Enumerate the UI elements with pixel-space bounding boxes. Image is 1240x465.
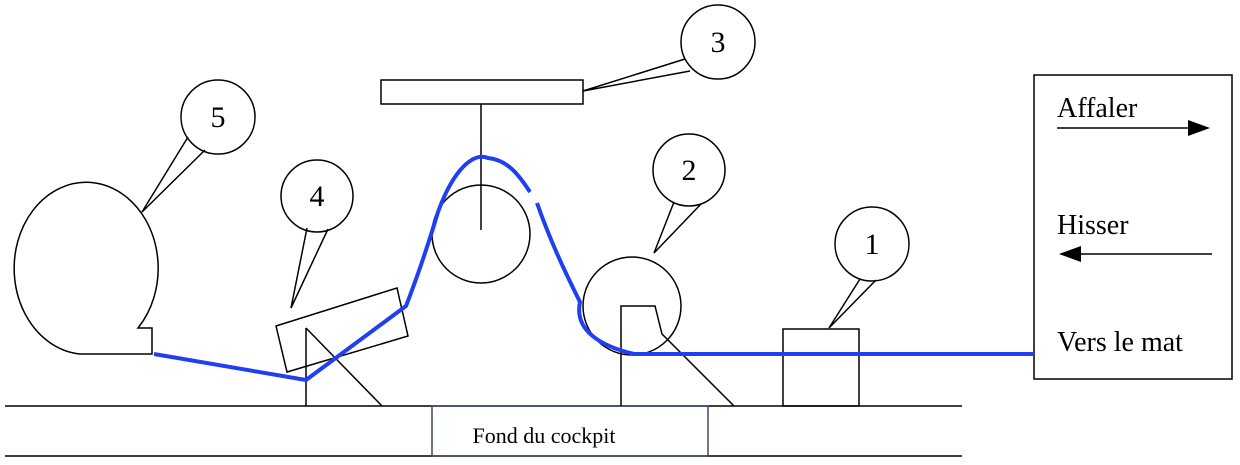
callout-4-number: 4 — [310, 180, 325, 213]
cockpit-floor-label: Fond du cockpit — [473, 423, 616, 448]
part-2-base — [620, 305, 735, 407]
rope-line — [153, 154, 1034, 382]
callout-4-balloon — [280, 159, 354, 309]
part-1-box — [782, 328, 860, 407]
part-3-bar — [380, 79, 584, 105]
legend-box — [1033, 74, 1233, 380]
part-4-block — [275, 287, 409, 373]
callout-2-balloon — [652, 133, 726, 254]
legend-lower-label: Affaler — [1057, 93, 1138, 124]
arrow-right-icon — [1057, 120, 1210, 136]
callout-1-balloon — [828, 206, 910, 329]
legend-hoist-label: Hisser — [1057, 210, 1129, 241]
callout-1-number: 1 — [865, 228, 880, 261]
callout-5-number: 5 — [211, 101, 226, 134]
callout-3-number: 3 — [711, 26, 726, 59]
part-5-rope-bag — [13, 181, 159, 355]
arrow-left-icon — [1059, 246, 1212, 262]
legend-mast-label: Vers le mat — [1057, 327, 1183, 358]
callout-3-balloon — [582, 4, 756, 92]
callout-5-balloon — [141, 79, 256, 213]
callout-2-number: 2 — [682, 154, 697, 187]
part-4-support-b — [305, 327, 383, 407]
cockpit-floor-label-box — [431, 405, 709, 457]
